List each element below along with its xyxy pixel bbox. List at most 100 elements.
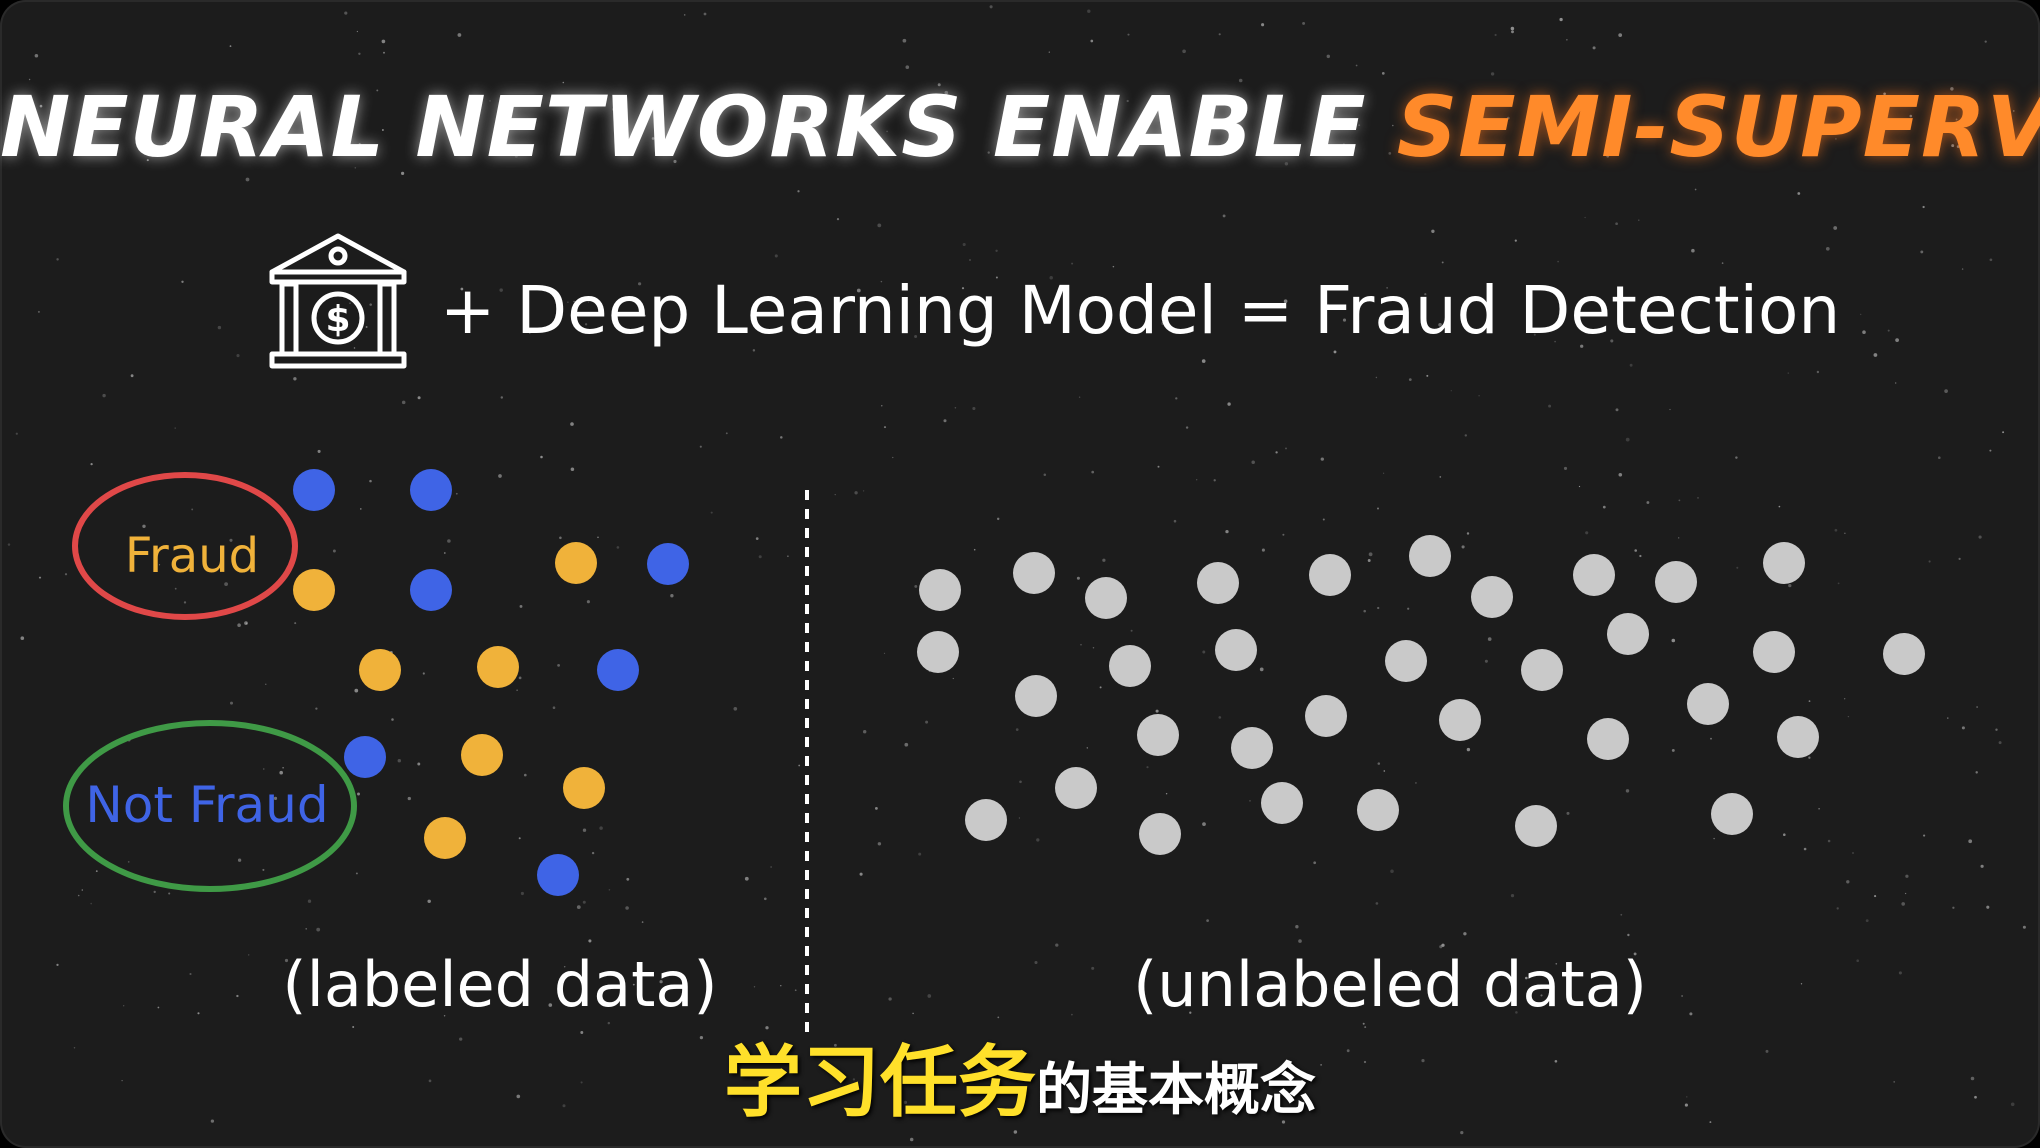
star-dot bbox=[972, 406, 976, 411]
star-dot bbox=[166, 141, 169, 145]
star-dot bbox=[1669, 408, 1671, 411]
star-dot bbox=[598, 303, 600, 306]
star-dot bbox=[892, 456, 894, 459]
unlabeled-point bbox=[1305, 695, 1347, 737]
star-dot bbox=[752, 349, 756, 352]
star-dot bbox=[1686, 1096, 1688, 1098]
star-dot bbox=[888, 997, 892, 1001]
star-dot bbox=[247, 954, 250, 956]
unlabeled-point bbox=[1261, 782, 1303, 824]
star-dot bbox=[457, 33, 462, 37]
unlabeled-point bbox=[1439, 699, 1481, 741]
star-dot bbox=[1578, 485, 1581, 488]
star-dot bbox=[1816, 370, 1820, 374]
star-dot bbox=[562, 1104, 566, 1108]
star-dot bbox=[962, 242, 966, 247]
star-dot bbox=[1154, 1072, 1158, 1076]
star-dot bbox=[294, 622, 297, 625]
star-dot bbox=[1736, 566, 1739, 569]
star-dot bbox=[995, 249, 998, 252]
star-dot bbox=[1196, 479, 1198, 481]
unlabeled-point bbox=[1137, 714, 1179, 756]
star-dot bbox=[28, 78, 31, 81]
star-dot bbox=[1076, 576, 1080, 580]
star-dot bbox=[1463, 932, 1467, 936]
star-dot bbox=[1390, 869, 1394, 874]
star-dot bbox=[1298, 939, 1302, 943]
star-dot bbox=[937, 83, 941, 87]
star-dot bbox=[1937, 456, 1941, 460]
star-dot bbox=[349, 302, 351, 304]
star-dot bbox=[1386, 287, 1388, 289]
star-dot bbox=[1441, 261, 1444, 264]
star-dot bbox=[1510, 26, 1515, 31]
star-dot bbox=[570, 467, 575, 471]
star-dot bbox=[909, 1137, 914, 1142]
unlabeled-point bbox=[1109, 645, 1151, 687]
star-dot bbox=[7, 543, 11, 546]
unlabeled-point bbox=[1687, 683, 1729, 725]
star-dot bbox=[1697, 497, 1699, 499]
star-dot bbox=[570, 422, 574, 426]
star-dot bbox=[1238, 78, 1243, 83]
star-dot bbox=[1342, 143, 1345, 146]
not-fraud-point bbox=[410, 469, 452, 511]
star-dot bbox=[1618, 33, 1623, 37]
star-dot bbox=[1986, 905, 1990, 909]
star-dot bbox=[914, 335, 918, 338]
star-dot bbox=[1367, 559, 1371, 562]
star-dot bbox=[881, 405, 883, 407]
star-dot bbox=[2022, 925, 2026, 929]
star-dot bbox=[902, 38, 907, 43]
star-dot bbox=[1950, 87, 1954, 91]
star-dot bbox=[1783, 833, 1786, 836]
star-dot bbox=[34, 53, 39, 58]
star-dot bbox=[1281, 1120, 1286, 1124]
star-dot bbox=[1157, 465, 1160, 468]
star-dot bbox=[376, 89, 379, 92]
star-dot bbox=[1201, 359, 1206, 363]
star-dot bbox=[587, 301, 590, 303]
star-dot bbox=[1327, 303, 1329, 306]
star-dot bbox=[1112, 265, 1115, 268]
star-dot bbox=[1225, 529, 1229, 534]
star-dot bbox=[1333, 350, 1337, 354]
star-dot bbox=[1980, 864, 1984, 868]
star-dot bbox=[997, 1016, 1000, 1019]
star-dot bbox=[1441, 943, 1445, 947]
star-dot bbox=[529, 332, 531, 334]
star-dot bbox=[747, 141, 751, 146]
star-dot bbox=[1048, 51, 1050, 53]
star-dot bbox=[1803, 847, 1807, 851]
star-dot bbox=[1173, 519, 1177, 523]
star-dot bbox=[263, 768, 265, 770]
star-dot bbox=[514, 154, 518, 158]
star-dot bbox=[588, 939, 592, 943]
star-dot bbox=[1375, 902, 1379, 905]
star-dot bbox=[758, 555, 762, 559]
unlabeled-point bbox=[1085, 577, 1127, 619]
star-dot bbox=[1218, 33, 1221, 36]
star-dot bbox=[428, 1079, 432, 1083]
star-dot bbox=[1377, 606, 1380, 610]
subtitle-rest: 的基本概念 bbox=[1036, 1058, 1316, 1123]
star-dot bbox=[1865, 919, 1869, 923]
star-dot bbox=[1127, 33, 1130, 36]
star-dot bbox=[725, 432, 728, 435]
star-dot bbox=[229, 45, 232, 47]
star-dot bbox=[1874, 895, 1877, 898]
star-dot bbox=[1376, 507, 1380, 510]
star-dot bbox=[1633, 952, 1637, 956]
star-dot bbox=[1629, 363, 1633, 367]
star-dot bbox=[673, 159, 677, 164]
star-dot bbox=[1837, 582, 1840, 585]
star-dot bbox=[181, 280, 184, 283]
star-dot bbox=[1222, 214, 1226, 218]
star-dot bbox=[1713, 837, 1715, 840]
star-dot bbox=[644, 314, 646, 317]
star-dot bbox=[794, 989, 797, 992]
star-dot bbox=[573, 300, 575, 303]
star-dot bbox=[548, 1003, 553, 1007]
star-dot bbox=[1998, 741, 2002, 745]
star-dot bbox=[780, 985, 782, 987]
